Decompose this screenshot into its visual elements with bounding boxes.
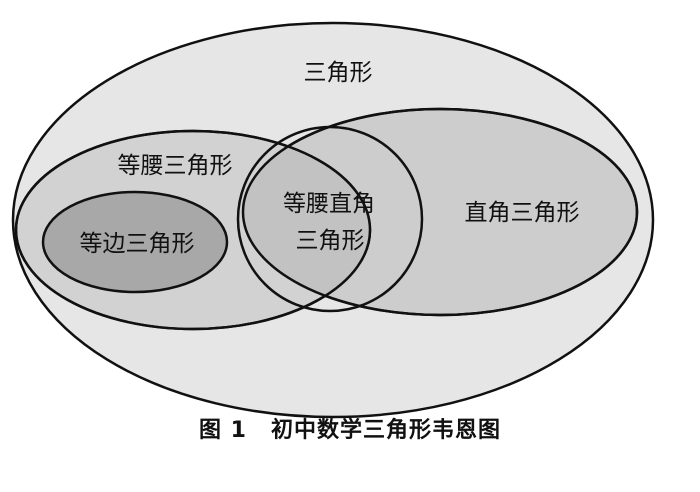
figure-number: 图 1 [199,418,247,443]
isosceles-right-label-line2: 三角形 [296,228,365,254]
isosceles-right-label-line1: 等腰直角 [283,191,375,217]
equilateral-triangle-set-ellipse [41,190,229,294]
equilateral-triangle-label: 等边三角形 [80,231,195,257]
triangle-label: 三角形 [304,60,373,86]
isosceles-triangle-label: 等腰三角形 [118,153,233,179]
right-triangle-label: 直角三角形 [465,200,580,226]
figure-title: 初中数学三角形韦恩图 [270,418,501,443]
figure-caption: 图 1 初中数学三角形韦恩图 [0,412,700,444]
